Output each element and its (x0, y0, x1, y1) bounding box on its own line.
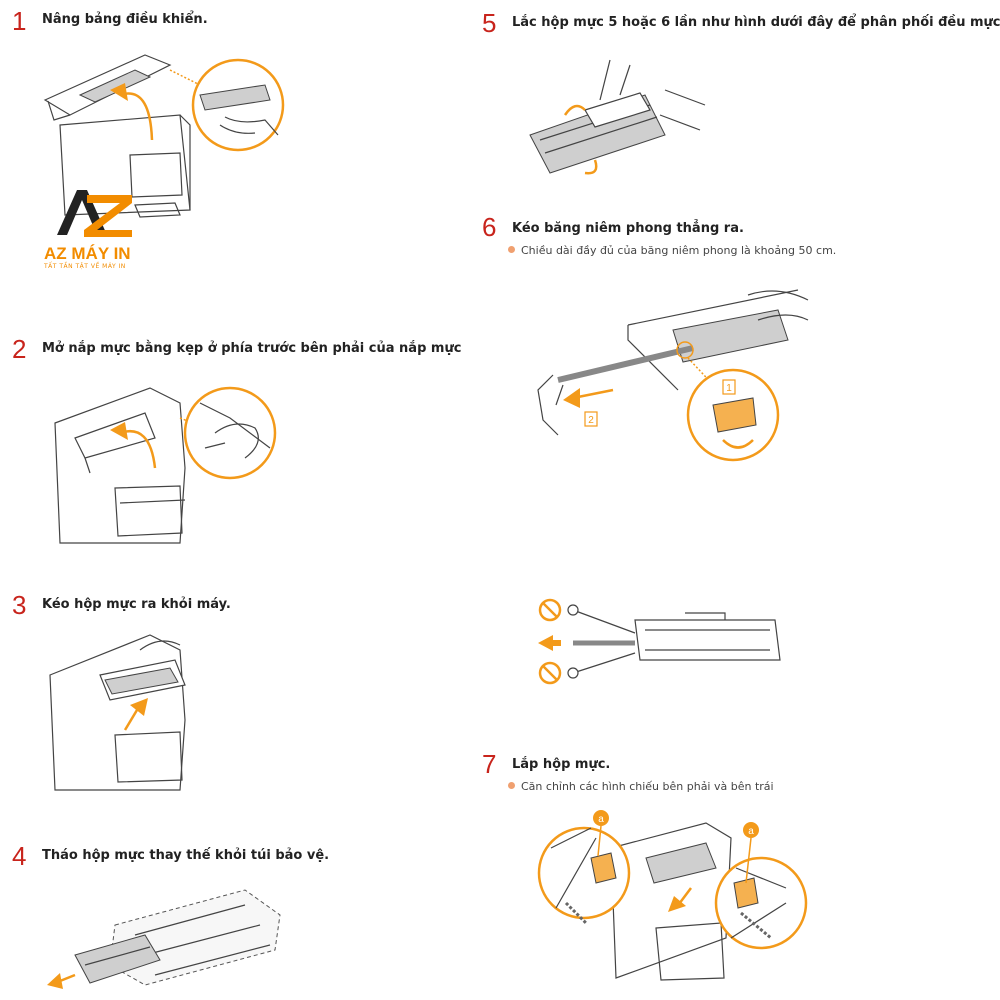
step-6-note: Chiều dài đầy đủ của băng niêm phong là … (508, 244, 836, 257)
step-3-illustration (49, 634, 186, 791)
step-7-number: 7 (482, 749, 497, 779)
logo-tagline: TẤT TẦN TẬT VỀ MÁY IN (44, 263, 126, 270)
step-6-number: 6 (482, 212, 497, 242)
step-7-title: Lắp hộp mực. (512, 757, 611, 772)
logo-brand-text: AZ MÁY IN (44, 244, 131, 263)
step-2-number: 2 (12, 334, 27, 364)
step-2-title: Mở nắp mực bằng kẹp ở phía trước bên phả… (42, 341, 462, 356)
step-1-number: 1 (12, 6, 27, 36)
step-5-title: Lắc hộp mực 5 hoặc 6 lần như hình dưới đ… (512, 15, 1000, 30)
callout-2: 2 (588, 415, 594, 426)
callout-a-left: a (598, 814, 604, 825)
step-1-illustration (43, 54, 285, 218)
step-5-illustration (529, 59, 706, 175)
step-1-title: Nâng bảng điều khiển. (42, 12, 208, 27)
step-5-number: 5 (482, 8, 497, 38)
step-7-note-text: Căn chỉnh các hình chiếu bên phải và bên… (521, 780, 774, 793)
step-4-illustration (47, 889, 281, 989)
step-4-title: Tháo hộp mực thay thế khỏi túi bảo vệ. (42, 848, 330, 863)
bullet-icon (508, 782, 515, 789)
step-7-note: Căn chỉnh các hình chiếu bên phải và bên… (508, 780, 774, 793)
step-6-title: Kéo băng niêm phong thẳng ra. (512, 221, 744, 236)
step-6-direction-illustration (538, 598, 781, 685)
step-4-number: 4 (12, 841, 27, 871)
step-3-title: Kéo hộp mực ra khỏi máy. (42, 597, 231, 612)
az-logo-icon (57, 190, 132, 237)
step-2-illustration (54, 386, 277, 544)
step-3-number: 3 (12, 590, 27, 620)
step-6-note-text: Chiều dài đầy đủ của băng niêm phong là … (521, 244, 837, 257)
bullet-icon (508, 246, 515, 253)
step-7-illustration: a a (537, 810, 808, 981)
callout-1: 1 (726, 383, 732, 394)
callout-a-right: a (748, 826, 754, 837)
step-6-illustration: 2 1 (537, 289, 809, 462)
